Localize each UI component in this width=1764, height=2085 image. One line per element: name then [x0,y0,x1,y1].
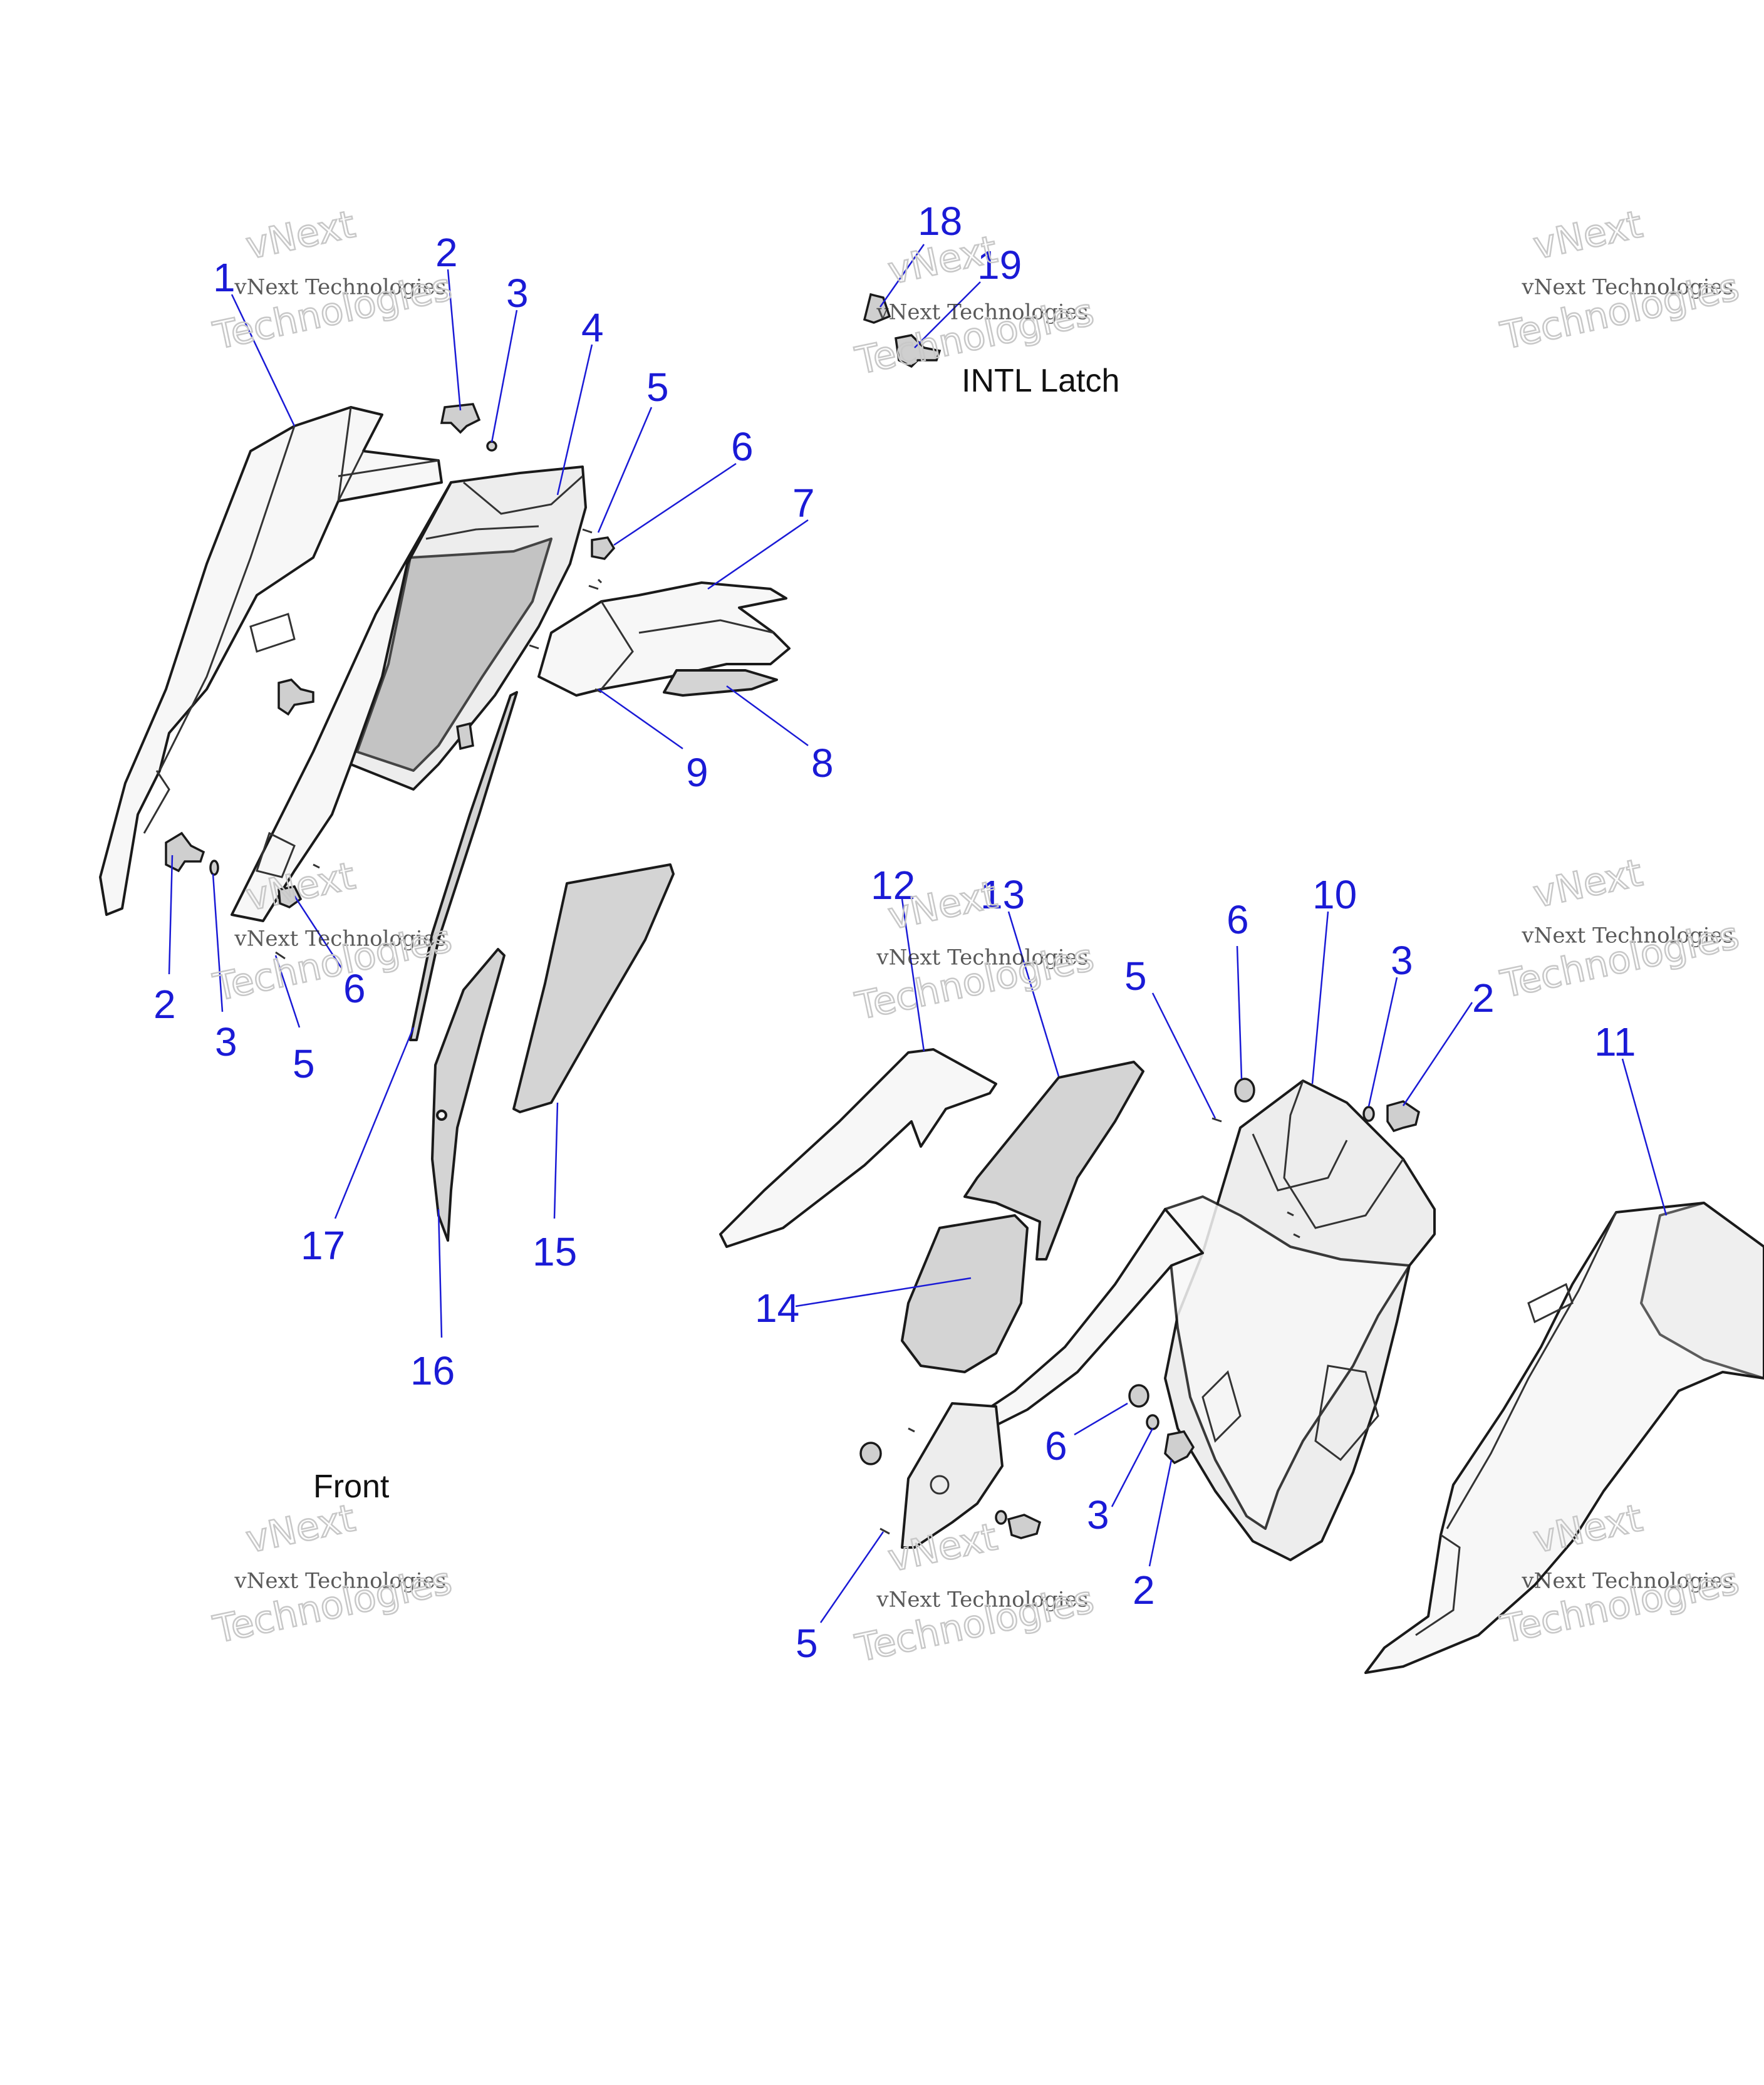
part-19-latch [895,334,942,368]
nut-icon [278,885,303,908]
watermark: vNext vNext Technologies Technologies [209,853,456,1011]
callout-3b: 3 [215,1019,237,1064]
callout-18: 18 [918,199,962,244]
clip-icon [456,722,474,751]
callout-5b: 5 [293,1041,315,1086]
callout-19: 19 [977,242,1022,288]
watermark: vNext vNext Technologies Technologies [1496,202,1743,359]
nut-icon [1234,1078,1255,1103]
part-13-pad [963,1061,1144,1261]
part-12-pad [719,1048,997,1248]
intl-latch-label: INTL Latch [962,363,1119,399]
svg-text:vNext Technologies: vNext Technologies [876,945,1088,970]
latch-icon [278,679,314,716]
svg-text:vNext: vNext [885,1515,1001,1581]
svg-text:vNext: vNext [242,1496,359,1562]
callout-6b: 6 [343,966,366,1011]
callout-6c: 6 [1227,897,1249,942]
svg-text:vNext Technologies: vNext Technologies [1521,1569,1733,1594]
svg-text:vNext Technologies: vNext Technologies [1521,275,1733,300]
callout-13: 13 [980,872,1025,917]
callout-2c: 2 [1472,975,1495,1021]
callout-3: 3 [506,271,529,316]
nut-icon [591,536,616,560]
callout-15: 15 [532,1229,577,1274]
callout-12: 12 [871,863,915,908]
part-15-pad [512,863,675,1113]
part-17-strip [409,691,518,1041]
callout-3d: 3 [1087,1492,1109,1537]
callout-5: 5 [646,365,669,410]
callout-11: 11 [1594,1019,1636,1064]
callout-1: 1 [213,255,236,300]
svg-text:vNext Technologies: vNext Technologies [234,275,446,300]
front-label: Front [313,1469,390,1505]
latch-icon [1007,1514,1042,1539]
callout-4: 4 [581,305,604,350]
callout-16: 16 [410,1348,455,1393]
callout-17: 17 [301,1223,345,1268]
svg-text:vNext: vNext [1530,202,1646,268]
nut-icon [1128,1384,1149,1408]
callout-5d: 5 [796,1621,818,1666]
left-assembly [99,403,791,1242]
callout-14: 14 [755,1286,799,1331]
callout-2b: 2 [153,982,176,1027]
hardware-right [859,1078,1420,1539]
callout-6d: 6 [1045,1423,1067,1469]
svg-text:vNext: vNext [1530,851,1646,917]
grommet-icon [1362,1106,1375,1122]
callout-9: 9 [686,750,708,795]
watermark: vNext vNext Technologies Technologies [1496,850,1743,1007]
latch-icon [165,831,205,873]
svg-text:vNext Technologies: vNext Technologies [876,300,1088,325]
latch-icon [1164,1430,1195,1465]
part-4-inner-panel-fill [356,538,553,772]
latch-icon [440,403,481,434]
svg-text:vNext Technologies: vNext Technologies [876,1588,1088,1613]
grommet-icon [1146,1414,1160,1430]
right-assembly [719,1048,1764,1674]
callout-7: 7 [792,481,815,526]
watermark: vNext vNext Technologies Technologies [851,1514,1098,1672]
callout-8: 8 [811,741,834,786]
callout-6: 6 [731,424,754,469]
grommet-icon [995,1510,1007,1525]
part-7-trim [537,581,791,697]
svg-text:vNext Technologies: vNext Technologies [1521,923,1733,949]
part-16-pad [431,948,506,1242]
svg-text:vNext Technologies: vNext Technologies [234,927,446,952]
hardware-left [165,403,616,960]
callout-2: 2 [435,230,458,275]
callout-10: 10 [1312,872,1357,917]
watermark: vNext vNext Technologies Technologies [209,1495,456,1653]
grommet-icon [209,860,219,876]
part-8-pad [663,669,778,697]
screw-icon [879,1117,1300,1535]
svg-text:vNext Technologies: vNext Technologies [234,1569,446,1594]
svg-text:vNext: vNext [242,202,359,268]
callouts: 1 2 3 4 5 6 7 8 9 2 3 6 5 17 16 15 18 19… [153,199,1636,1666]
leader-lines [168,244,1668,1623]
grommet-icon [486,440,497,452]
part-14-pad [901,1214,1029,1373]
part-1-side-panel [99,406,443,916]
latch-icon [1386,1100,1420,1133]
nut-icon [859,1442,882,1465]
callout-2d: 2 [1133,1568,1155,1613]
screw-icon [275,528,603,960]
callout-3c: 3 [1391,938,1413,983]
callout-5c: 5 [1124,954,1147,999]
